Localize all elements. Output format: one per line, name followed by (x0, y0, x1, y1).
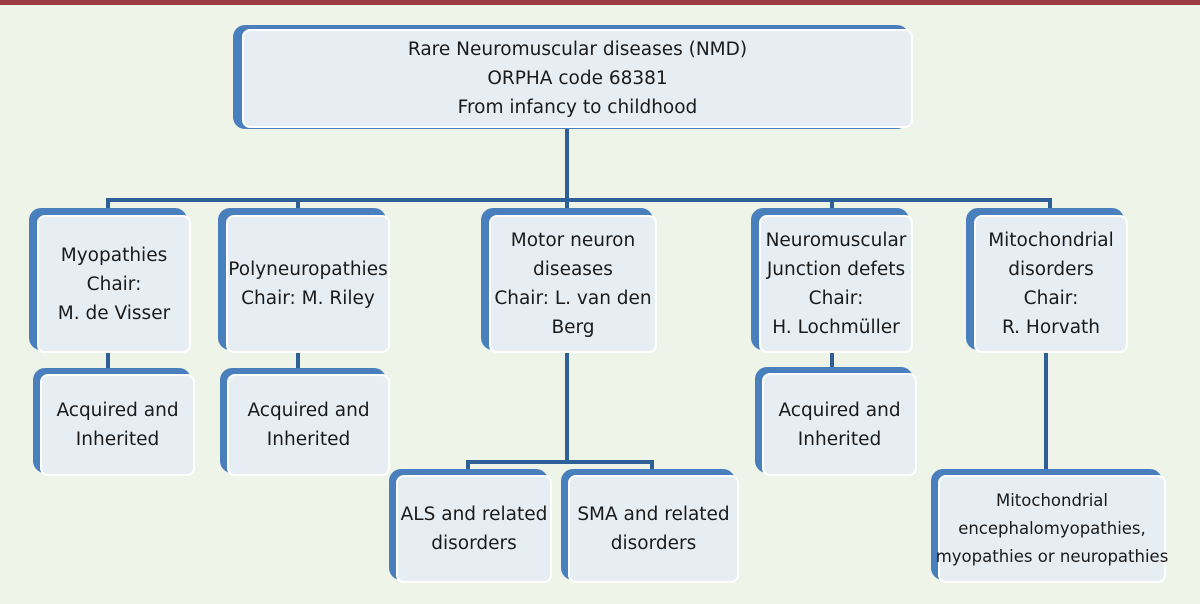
group-line: H. Lochmüller (772, 317, 900, 338)
subgroup-line: Inherited (797, 428, 882, 450)
group-line: diseases (533, 259, 613, 280)
group-line: Myopathies (60, 244, 168, 266)
group-line: Motor neuron (510, 230, 636, 251)
top-accent-bar (0, 0, 1200, 5)
group-line: Polyneuropathies (228, 259, 388, 280)
root-line: From infancy to childhood (457, 97, 698, 118)
subgroup-line: disorders (610, 533, 697, 554)
group-line: M. de Visser (57, 302, 171, 324)
subgroup-line: Acquired and (56, 400, 179, 421)
group-neuromuscular-junction: Neuromuscular Junction defets Chair: H. … (751, 208, 914, 354)
subgroup-line: disorders (431, 533, 517, 554)
group-line: R. Horvath (1001, 317, 1101, 338)
subgroup-myopathies-types: Acquired and Inherited (33, 368, 196, 477)
group-line: Berg (551, 317, 595, 338)
group-line: Chair: (1023, 288, 1079, 309)
group-mitochondrial-disorders: Mitochondrial disorders Chair: R. Horvat… (966, 208, 1129, 354)
subgroup-sma: SMA and related disorders (561, 469, 740, 584)
subgroup-line: Inherited (75, 429, 160, 450)
subgroup-als: ALS and related disorders (389, 469, 553, 584)
group-myopathies: Myopathies Chair: M. de Visser (29, 208, 192, 354)
group-polyneuropathies: Polyneuropathies Chair: M. Riley (218, 208, 391, 354)
subgroup-line: SMA and related (577, 504, 730, 525)
subgroup-line: Inherited (266, 429, 351, 450)
subgroup-line: encephalomyopathies, (958, 519, 1146, 538)
subgroup-line: Acquired and (247, 400, 370, 421)
subgroup-line: myopathies or neuropathies (935, 547, 1169, 566)
subgroup-line: ALS and related (400, 504, 548, 525)
root-node: Rare Neuromuscular diseases (NMD) ORPHA … (233, 25, 915, 132)
group-line: Mitochondrial (988, 230, 1114, 251)
subgroup-junction-types: Acquired and Inherited (755, 367, 918, 477)
group-motor-neuron-diseases: Motor neuron diseases Chair: L. van den … (481, 208, 658, 354)
group-line: Chair: L. van den (494, 288, 652, 309)
subgroup-line: Mitochondrial (995, 491, 1108, 510)
group-line: Junction defets (766, 259, 906, 280)
root-line: ORPHA code 68381 (487, 68, 668, 89)
group-line: Chair: (86, 273, 142, 295)
subgroup-line: Acquired and (778, 399, 901, 421)
group-line: disorders (1008, 259, 1094, 280)
group-line: Chair: M. Riley (241, 288, 375, 309)
group-line: Neuromuscular (765, 230, 907, 251)
subgroup-polyneuropathies-types: Acquired and Inherited (220, 368, 391, 477)
subgroup-mitochondrial-types: Mitochondrial encephalomyopathies, myopa… (931, 469, 1169, 584)
group-line: Chair: (808, 288, 864, 309)
root-line: Rare Neuromuscular diseases (NMD) (407, 39, 748, 60)
